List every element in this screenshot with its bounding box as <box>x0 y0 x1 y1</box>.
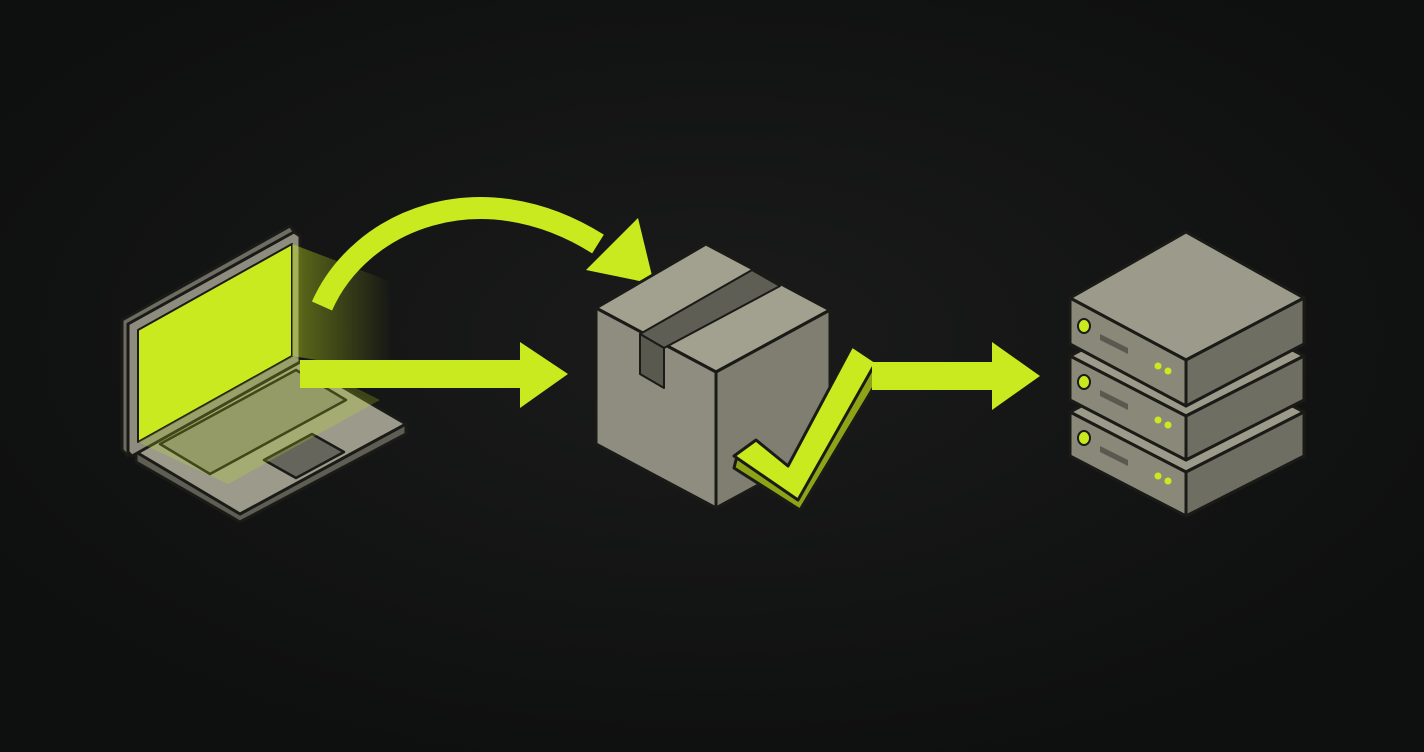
checkmark-icon <box>732 344 886 512</box>
arrow-laptop-to-package <box>300 342 568 408</box>
curved-arrow-laptop-to-package <box>311 197 654 311</box>
server-unit-top <box>1068 230 1306 408</box>
server-stack-icon <box>1068 230 1306 518</box>
arrow-package-to-server <box>872 342 1040 410</box>
laptop-icon <box>120 224 408 524</box>
